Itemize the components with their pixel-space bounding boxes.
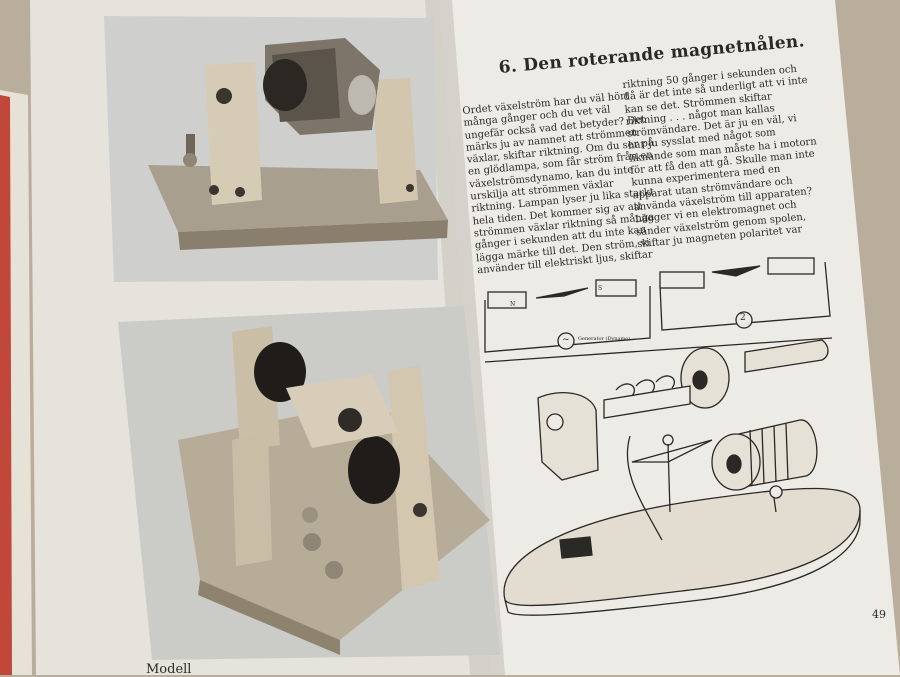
diagram-circle-2: 2: [740, 313, 746, 323]
column-2-paragraph: riktning 50 gånger i sekunden och då är …: [622, 63, 818, 251]
diagram-label-generator: Generator (Dynamo): [578, 336, 631, 342]
bottom-motor-photo: [118, 306, 500, 660]
circuit-diagram: [484, 257, 833, 363]
top-motor-photo: [104, 16, 448, 282]
diagram-label-n: N: [510, 301, 516, 308]
exploded-apparatus-drawing: [503, 339, 861, 616]
page-number: 49: [872, 608, 886, 621]
footer-text: Modell: [146, 662, 192, 677]
diagram-circle-1: ~: [562, 335, 570, 345]
book-spine-red: [0, 95, 12, 675]
diagram-label-s: S: [598, 285, 603, 292]
text-column-2: riktning 50 gånger i sekunden och då är …: [622, 62, 827, 251]
